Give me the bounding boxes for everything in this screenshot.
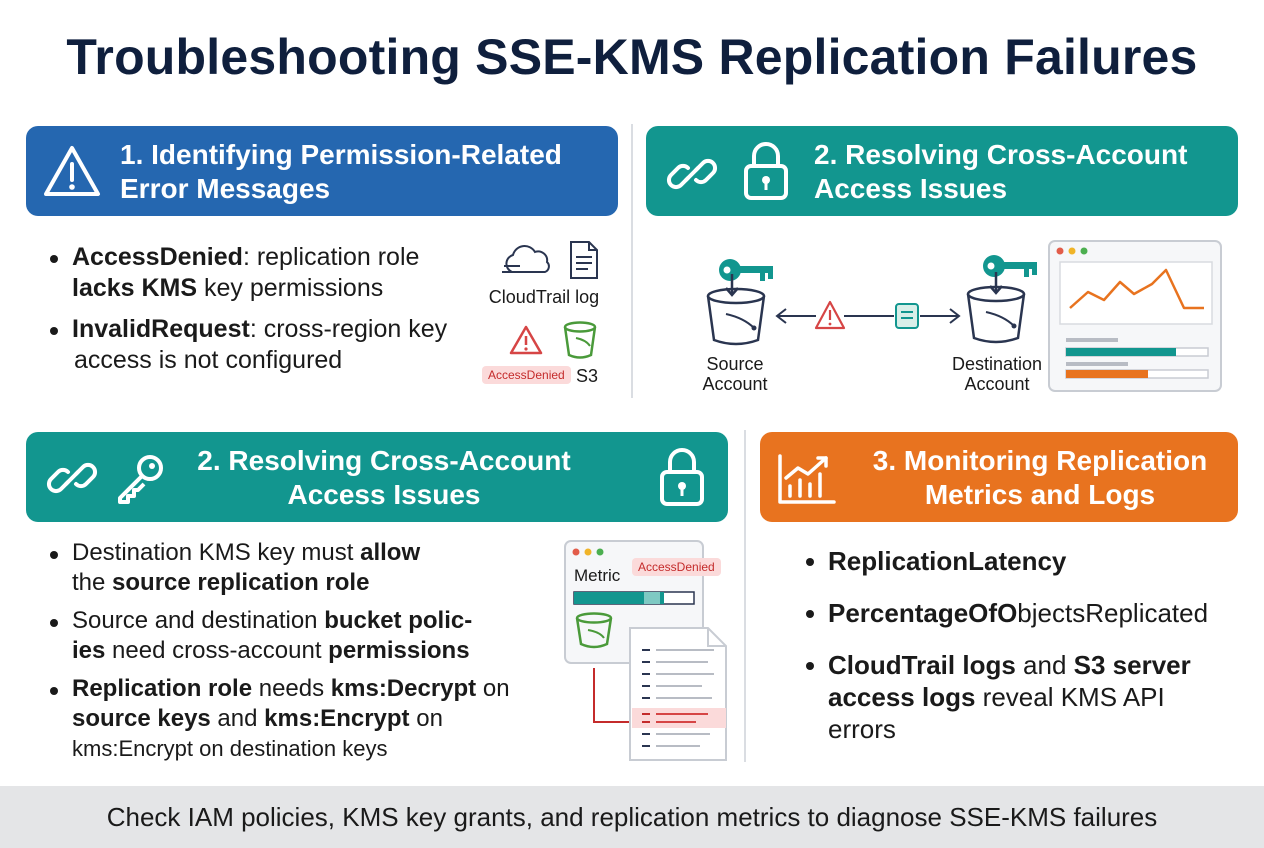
- list-item: ReplicationLatency: [804, 545, 1234, 577]
- dashboard-window: [1048, 240, 1222, 392]
- panel-4-bullets: ReplicationLatency PercentageOfObjectsRe…: [804, 545, 1234, 745]
- key-icon: [983, 255, 1037, 277]
- panel-1-title-line1: 1. Identifying Permission-Related: [120, 139, 562, 170]
- chart-icon: [778, 454, 836, 504]
- panel-1-bullets: AccessDenied: replication role lacks KMS…: [48, 242, 488, 376]
- list-item: Destination KMS key must allow the sourc…: [48, 538, 588, 598]
- link-icon: [666, 158, 718, 190]
- panel-4-header: 3. Monitoring Replication Metrics and Lo…: [760, 432, 1238, 522]
- access-denied-badge: AccessDenied: [482, 366, 571, 384]
- panel-2-title-line1: 2. Resolving Cross-Account: [814, 139, 1188, 170]
- list-item: Replication role needs kms:Decrypt on so…: [48, 674, 588, 764]
- panel-3-header: 2. Resolving Cross-Account Access Issues: [26, 432, 728, 522]
- panel-3-title-line2: Access Issues: [287, 479, 481, 510]
- metric-label: Metric: [574, 566, 621, 585]
- list-item: Source and destination bucket polic- ies…: [48, 606, 588, 666]
- list-item: InvalidRequest: cross-region key access …: [48, 314, 488, 376]
- warning-icon: [509, 325, 543, 355]
- bucket-icon: [706, 274, 766, 346]
- cloud-icon: [502, 245, 550, 273]
- access-denied-badge: AccessDenied: [632, 558, 721, 576]
- log-document: [593, 627, 727, 761]
- lock-icon: [744, 142, 788, 200]
- divider-bottom: [744, 430, 746, 762]
- key-icon: [118, 455, 163, 504]
- footer-banner: Check IAM policies, KMS key grants, and …: [0, 786, 1264, 848]
- list-item: AccessDenied: replication role lacks KMS…: [48, 242, 488, 304]
- warning-icon: [44, 146, 100, 196]
- list-item: PercentageOfObjectsReplicated: [804, 597, 1234, 629]
- panel-4-title-line2: Metrics and Logs: [924, 479, 1156, 510]
- document-icon: [570, 241, 598, 279]
- panel-4-title-line1: 3. Monitoring Replication: [872, 445, 1208, 476]
- flow-arrows: [775, 300, 961, 330]
- panel-3-title-line1: 2. Resolving Cross-Account: [197, 445, 571, 476]
- panel-1-title-line2: Error Messages: [120, 173, 331, 204]
- cloudtrail-label: CloudTrail log: [488, 287, 600, 307]
- divider-top: [631, 124, 633, 398]
- panel-1-header: 1. Identifying Permission-Related Error …: [26, 126, 618, 216]
- lock-icon: [660, 448, 704, 506]
- bucket-icon: [966, 272, 1026, 344]
- panel-3-bullets: Destination KMS key must allow the sourc…: [48, 538, 588, 764]
- panel-2-title-line2: Access Issues: [814, 173, 1008, 204]
- bucket-icon: [563, 321, 597, 359]
- key-icon: [719, 259, 773, 281]
- panel-2-header: 2. Resolving Cross-Account Access Issues: [646, 126, 1238, 216]
- s3-label: S3: [576, 366, 599, 386]
- link-icon: [46, 462, 98, 494]
- page-title: Troubleshooting SSE-KMS Replication Fail…: [66, 29, 1198, 85]
- list-item: CloudTrail logs and S3 server access log…: [804, 649, 1234, 745]
